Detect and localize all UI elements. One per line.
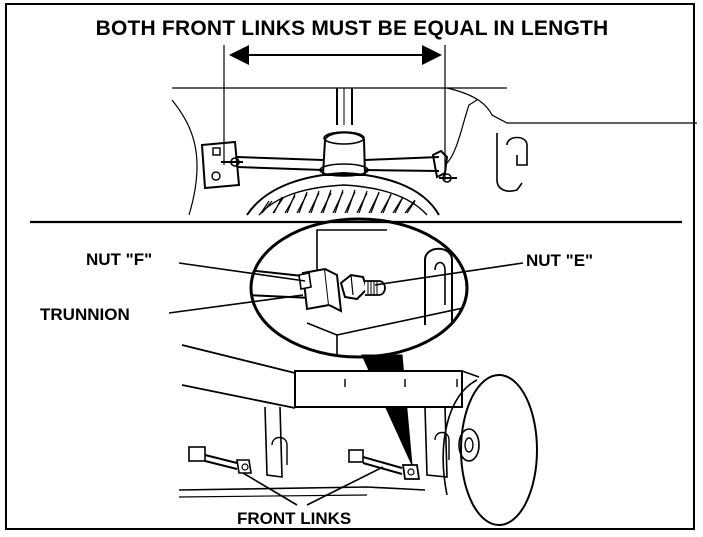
label-nut-f: NUT "F" (86, 250, 153, 269)
label-trunnion: TRUNNION (40, 305, 130, 324)
diagram-frame: BOTH FRONT LINKS MUST BE EQUAL IN LENGTH… (5, 3, 697, 530)
leader-trunnion (168, 294, 304, 314)
label-nut-e: NUT "E" (526, 251, 594, 270)
top-panel (171, 45, 697, 216)
leader-nut-e (374, 262, 524, 286)
leader-front-links-left (242, 472, 298, 506)
zoom-ellipse (249, 217, 469, 359)
leader-front-links-right (306, 466, 384, 506)
diagram-illustration (30, 45, 697, 526)
bottom-panel (168, 217, 538, 526)
leader-nut-f (178, 262, 306, 282)
label-front-links: FRONT LINKS (237, 509, 352, 528)
diagram-title: BOTH FRONT LINKS MUST BE EQUAL IN LENGTH (95, 17, 609, 40)
